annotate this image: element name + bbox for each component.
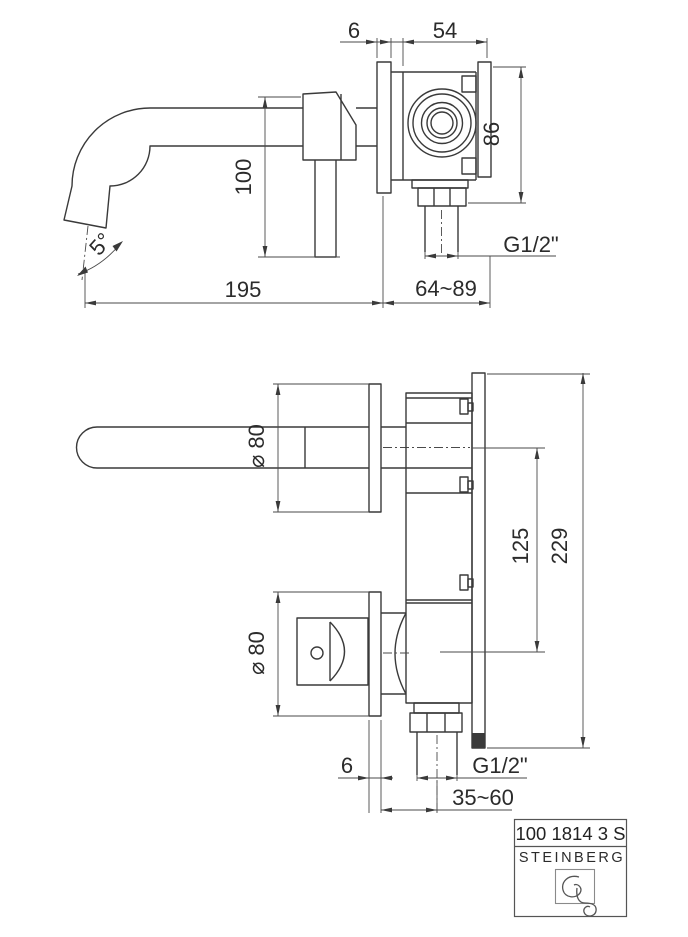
- spout-plan: [75, 426, 369, 469]
- outlet-pipe-side: [424, 206, 459, 252]
- rough-in-body: [381, 392, 474, 813]
- dim-label-229: 229: [547, 528, 572, 565]
- model-number: 100 1814 3 S: [515, 823, 625, 844]
- brand-name: STEINBERG: [519, 850, 625, 866]
- dim-label-195: 195: [225, 277, 262, 302]
- dim-label-6-top: 6: [348, 18, 360, 43]
- brand-logo-box: [554, 868, 596, 905]
- dim-label-64-89: 64~89: [415, 276, 477, 301]
- cartridge-boss-arc: [394, 612, 407, 695]
- dim-label-6-bottom: 6: [341, 753, 353, 778]
- dim-label-g12-bottom: G1/2": [472, 753, 528, 778]
- side-view: 6 54 86 100 195 64~89 G1/2": [63, 18, 559, 308]
- dim-label-125: 125: [508, 528, 533, 565]
- outlet-pipe-plan: [416, 732, 458, 775]
- dim-label-100: 100: [231, 159, 256, 196]
- dim-label-d80-spout: ⌀ 80: [244, 424, 269, 468]
- title-block: 100 1814 3 S STEINBERG: [513, 818, 628, 918]
- spout-outline: [63, 107, 303, 229]
- hex-nut-side: [417, 187, 467, 207]
- spout-stubs: [356, 107, 377, 147]
- dim-label-g12-top: G1/2": [503, 232, 559, 257]
- handle-escutcheon-plan: [368, 591, 382, 717]
- dim-label-54: 54: [433, 18, 457, 43]
- dimensions-side: 6 54 86 100 195 64~89 G1/2": [77, 18, 559, 308]
- dim-label-35-60: 35~60: [452, 785, 514, 810]
- dim-label-86: 86: [479, 122, 504, 146]
- valve-body-side: [391, 61, 492, 255]
- handle-lever: [302, 91, 357, 258]
- dim-label-d80-handle: ⌀ 80: [244, 631, 269, 675]
- mounting-plate: [471, 372, 486, 749]
- dimensions-plan: ⌀ 80 ⌀ 80 125 229 6 G1/2": [244, 373, 590, 813]
- wall-plate-side: [376, 61, 392, 194]
- dim-label-5deg: 5°: [84, 228, 117, 260]
- handle-plan: [296, 617, 412, 686]
- spout-escutcheon-plan: [368, 383, 382, 513]
- hex-nut-plan: [409, 712, 463, 733]
- brand-logo-icon: [562, 875, 597, 917]
- plan-view: ⌀ 80 ⌀ 80 125 229 6 G1/2": [75, 372, 590, 813]
